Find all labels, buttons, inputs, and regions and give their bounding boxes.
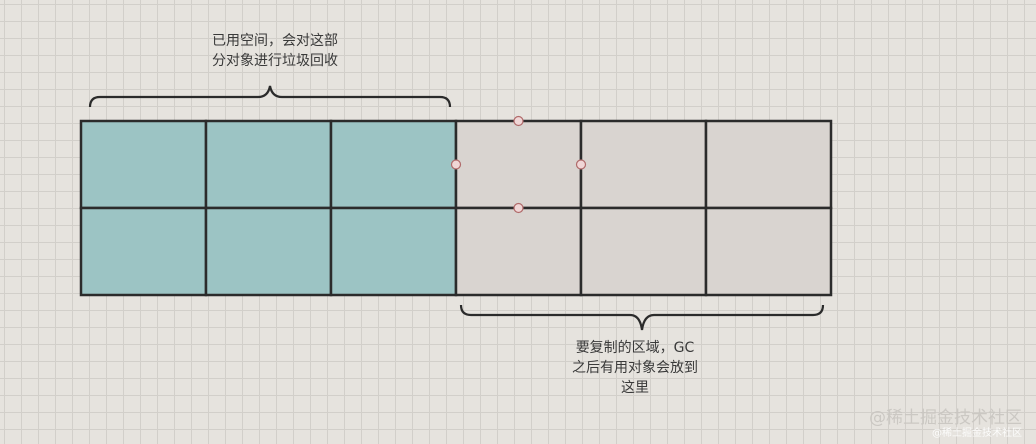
resize-handle[interactable]: [575, 159, 587, 170]
used-cell: [329, 206, 458, 297]
watermark-main: @稀土掘金技术社区: [869, 408, 1022, 428]
copy-area-label-line2: 之后有用对象会放到: [572, 360, 698, 376]
resize-handle[interactable]: [513, 115, 524, 127]
free-cell: [579, 206, 708, 297]
copy-area-brace: [459, 304, 825, 331]
selection-handles: [450, 115, 587, 214]
copy-area-label-line3: 这里: [621, 380, 649, 396]
free-cell: [454, 206, 583, 297]
used-space-label: 已用空间，会对这部 分对象进行垃圾回收: [170, 31, 380, 71]
used-cell: [204, 119, 333, 210]
copy-area-label-line1: 要复制的区域，GC: [575, 340, 695, 356]
free-cell: [704, 206, 833, 297]
used-cell: [329, 119, 458, 210]
resize-handle[interactable]: [513, 202, 524, 214]
used-space-brace: [88, 85, 452, 108]
copy-area-label: 要复制的区域，GC 之后有用对象会放到 这里: [540, 338, 730, 398]
used-cell: [204, 206, 333, 297]
watermark-sub: @稀土掘金技术社区: [932, 428, 1022, 439]
free-cell: [454, 119, 583, 210]
memory-grid: [79, 119, 833, 297]
free-cell: [704, 119, 833, 210]
used-space-label-line2: 分对象进行垃圾回收: [212, 53, 338, 69]
resize-handle[interactable]: [450, 159, 462, 170]
used-cell: [79, 206, 208, 297]
watermark: @稀土掘金技术社区 @稀土掘金技术社区: [869, 408, 1022, 440]
used-space-label-line1: 已用空间，会对这部: [212, 33, 338, 49]
used-cell: [79, 119, 208, 210]
free-cell: [579, 119, 708, 210]
